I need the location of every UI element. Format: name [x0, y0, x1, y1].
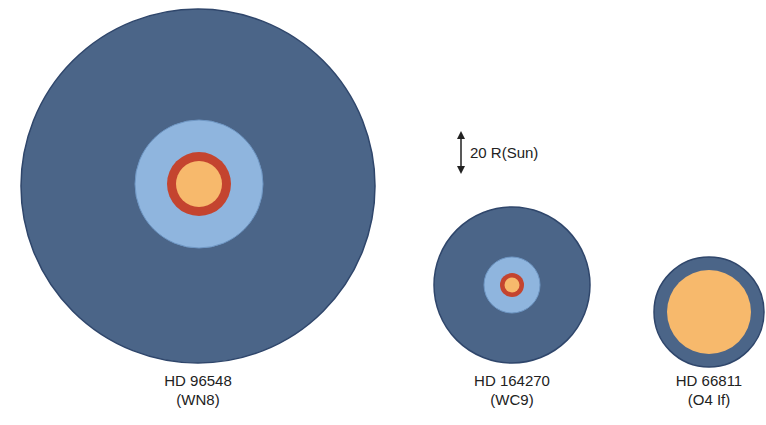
star-hd66811	[654, 257, 764, 367]
scale-arrow	[457, 131, 465, 174]
star-hd96548	[21, 9, 375, 363]
star-name: HD 164270	[474, 372, 550, 390]
spectral-type: (WN8)	[176, 391, 219, 409]
spectral-type: (WC9)	[490, 391, 533, 409]
star-name: HD 66811	[676, 372, 742, 390]
scale-label: 20 R(Sun)	[470, 144, 538, 162]
star-hd164270	[434, 207, 590, 363]
star-name: HD 96548	[164, 372, 232, 390]
spectral-type: (O4 If)	[688, 391, 731, 409]
